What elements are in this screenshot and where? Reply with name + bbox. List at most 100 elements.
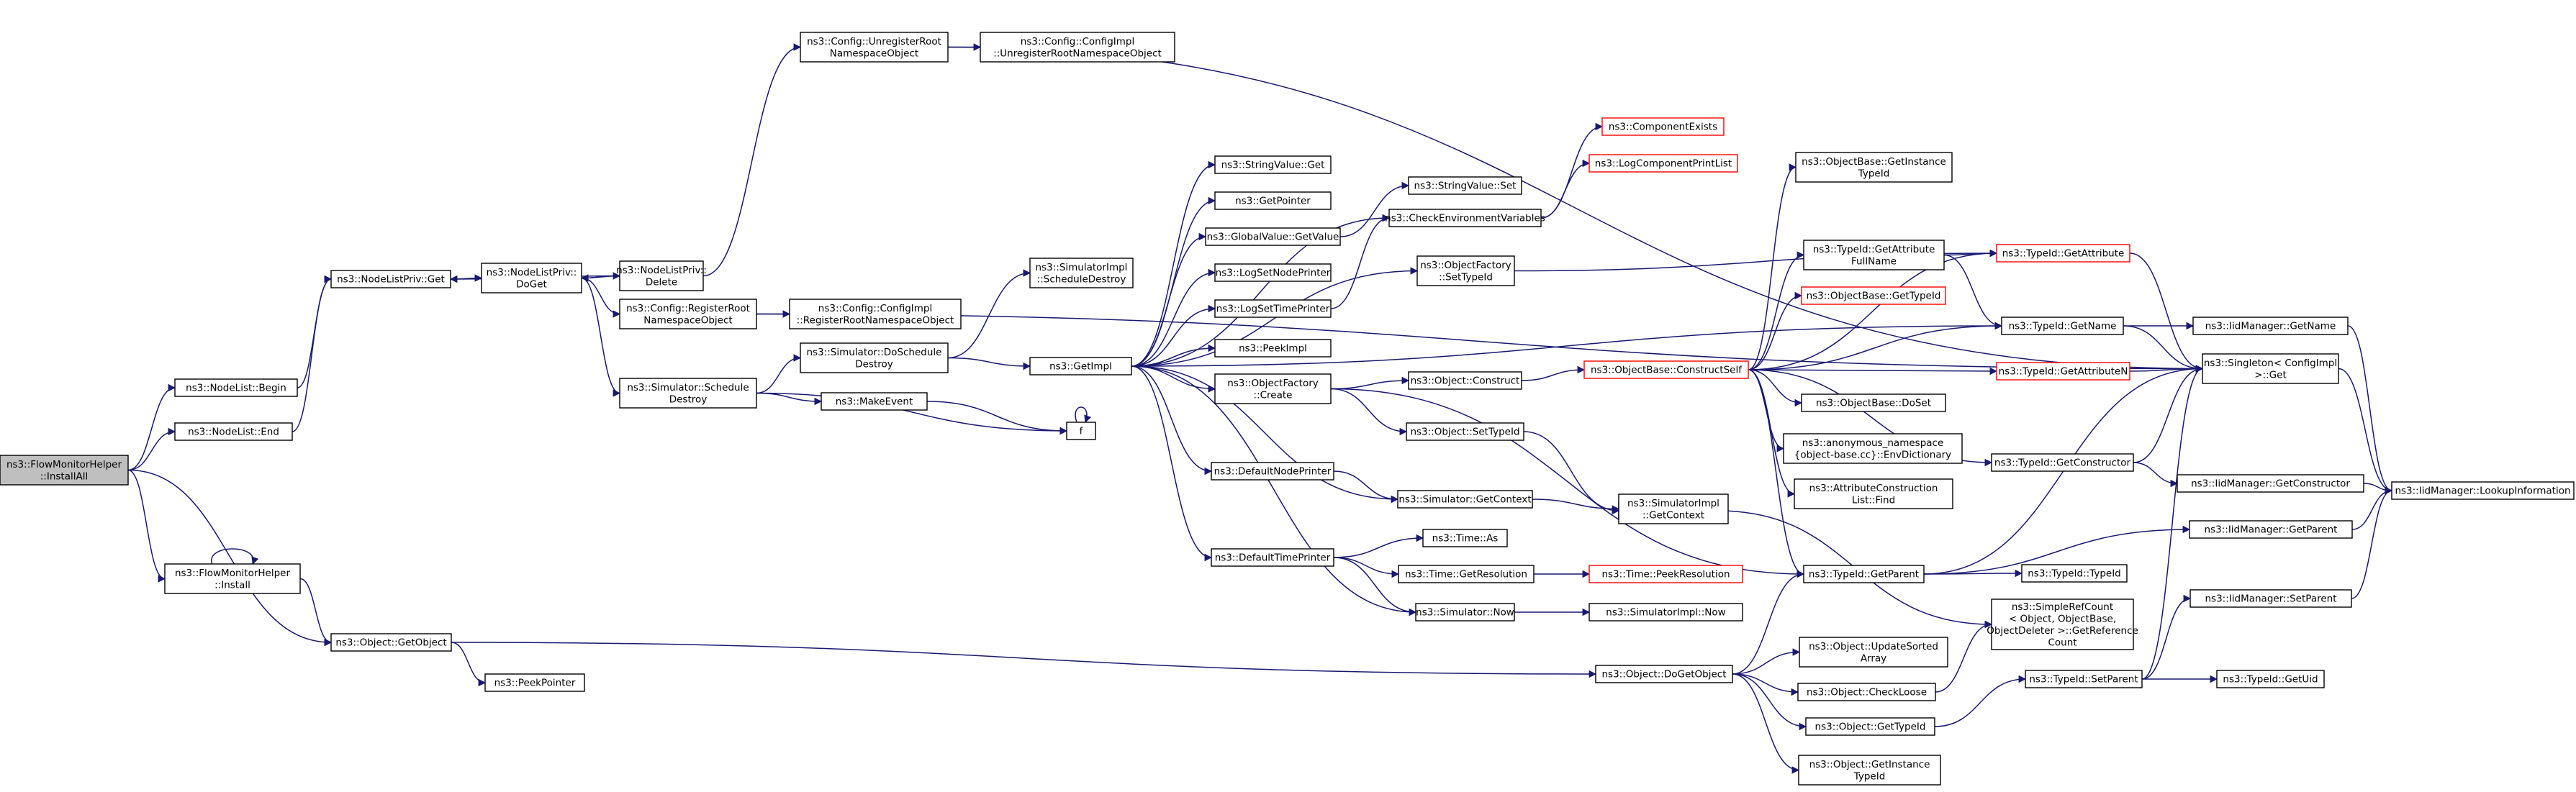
edge-nlp-doget-to-cfg-reg (581, 277, 621, 318)
node-box (2001, 317, 2124, 335)
node-fmh-install[interactable]: ns3::FlowMonitorHelper::Install (164, 563, 301, 594)
node-tid-getname[interactable]: ns3::TypeId::GetName (2001, 317, 2124, 335)
node-cfgimpl-reg[interactable]: ns3::Config::ConfigImpl::RegisterRootNam… (789, 299, 962, 329)
node-iid-getctor[interactable]: ns3::IidManager::GetConstructor (2177, 474, 2364, 493)
node-obj-checkloose[interactable]: ns3::Object::CheckLoose (1797, 683, 1936, 701)
node-iid-getname[interactable]: ns3::IidManager::GetName (2192, 317, 2349, 335)
node-tid-getuid[interactable]: ns3::TypeId::GetUid (2216, 670, 2325, 688)
node-ob-gettypeid[interactable]: ns3::ObjectBase::GetTypeId (1801, 286, 1946, 305)
node-f[interactable]: f (1066, 422, 1096, 440)
node-logsetnode[interactable]: ns3::LogSetNodePrinter (1214, 263, 1332, 282)
edge-sim-dosched-to-getimpl (947, 357, 1031, 370)
node-label: ::UnregisterRootNamespaceObject (993, 47, 1162, 59)
node-getimpl[interactable]: ns3::GetImpl (1029, 357, 1132, 375)
node-label: ns3::TypeId::GetAttribute (2002, 248, 2125, 260)
node-sim-sched[interactable]: ns3::Simulator::ScheduleDestroy (619, 378, 757, 409)
edge-ob-constructself-to-attrconst (1748, 369, 1796, 498)
node-sim-now[interactable]: ns3::Simulator::Now (1415, 603, 1515, 622)
node-ob-doset[interactable]: ns3::ObjectBase::DoSet (1801, 393, 1946, 412)
node-tid-typeid[interactable]: ns3::TypeId::TypeId (2021, 564, 2128, 583)
node-label: List::Find (1852, 494, 1895, 506)
node-simimpl-getctx[interactable]: ns3::SimulatorImpl::GetContext (1618, 493, 1729, 524)
node-checkenv[interactable]: ns3::CheckEnvironmentVariables (1385, 209, 1545, 227)
node-singleton-get[interactable]: ns3::Singleton< ConfigImpl>::Get (2202, 353, 2339, 384)
node-label: ns3::NodeListPriv::Get (337, 274, 445, 286)
node-label: ns3::ComponentExists (1609, 122, 1717, 133)
node-iid-setparent[interactable]: ns3::IidManager::SetParent (2189, 589, 2352, 608)
node-nlp-get[interactable]: ns3::NodeListPriv::Get (330, 270, 451, 288)
node-label: ns3::ObjectFactory (1227, 378, 1319, 389)
node-box (1205, 227, 1341, 246)
node-of-create[interactable]: ns3::ObjectFactory::Create (1214, 373, 1332, 404)
node-tid-setparent[interactable]: ns3::TypeId::SetParent (2025, 670, 2143, 688)
edge-fmh-install-to-fmh-install (211, 548, 259, 565)
node-obj-settypeid[interactable]: ns3::Object::SetTypeId (1406, 422, 1524, 441)
node-nlp-doget[interactable]: ns3::NodeListPriv::DoGet (481, 263, 582, 293)
node-label: ns3::GetImpl (1049, 361, 1112, 373)
node-iid-getparent[interactable]: ns3::IidManager::GetParent (2189, 520, 2353, 539)
edge-getimpl-to-defnode (1131, 365, 1213, 475)
node-iid-lookup[interactable]: ns3::IidManager::LookupInformation (2391, 481, 2575, 500)
node-obj-dogetobject[interactable]: ns3::Object::DoGetObject (1595, 665, 1733, 683)
node-sim-getctx[interactable]: ns3::Simulator::GetContext (1397, 490, 1533, 509)
node-logcomp[interactable]: ns3::LogComponentPrintList (1588, 154, 1738, 173)
edge-cfg-reg-to-singleton-get (756, 313, 2204, 373)
node-label: ObjectDeleter >::GetReference (1987, 625, 2138, 637)
edge-tid-getattrfull-to-tid-getattr (1943, 249, 1998, 258)
node-globalval[interactable]: ns3::GlobalValue::GetValue (1205, 227, 1341, 246)
node-label: ::Create (1254, 389, 1293, 401)
node-obj-construct[interactable]: ns3::Object::Construct (1408, 371, 1522, 390)
node-strval-get[interactable]: ns3::StringValue::Get (1214, 155, 1332, 174)
node-cfg-unreg[interactable]: ns3::Config::UnregisterRootNamespaceObje… (800, 32, 949, 63)
node-tid-getctor[interactable]: ns3::TypeId::GetConstructor (1991, 453, 2134, 472)
node-simplerefcount[interactable]: ns3::SimpleRefCount< Object, ObjectBase,… (1987, 598, 2138, 650)
node-anon-envdict[interactable]: ns3::anonymous_namespace{object-base.cc}… (1783, 433, 1963, 464)
node-strval-set[interactable]: ns3::StringValue::Set (1408, 176, 1522, 195)
edge-makeevent-to-f (926, 401, 1068, 435)
node-nlp-delete[interactable]: ns3::NodeListPriv::Delete (616, 260, 707, 291)
node-makeevent[interactable]: ns3::MakeEvent (821, 392, 928, 411)
node-time-peekres[interactable]: ns3::Time::PeekResolution (1588, 565, 1743, 583)
node-of-settypeid[interactable]: ns3::ObjectFactory::SetTypeId (1416, 255, 1515, 286)
node-deftime[interactable]: ns3::DefaultTimePrinter (1211, 548, 1334, 567)
node-obj-gettypeid[interactable]: ns3::Object::GetTypeId (1805, 717, 1935, 736)
node-end[interactable]: ns3::NodeList::End (174, 422, 293, 441)
edge-defnode-to-sim-getctx (1333, 470, 1399, 504)
node-getpointer[interactable]: ns3::GetPointer (1214, 191, 1332, 210)
node-logsettime[interactable]: ns3::LogSetTimePrinter (1214, 299, 1332, 318)
node-time-getres[interactable]: ns3::Time::GetResolution (1398, 565, 1535, 583)
node-obj-getobject[interactable]: ns3::Object::GetObject (330, 633, 452, 652)
node-peekimpl[interactable]: ns3::PeekImpl (1214, 339, 1332, 358)
node-label: ns3::DefaultTimePrinter (1215, 552, 1331, 564)
node-ob-constructself[interactable]: ns3::ObjectBase::ConstructSelf (1583, 360, 1749, 379)
node-box (2189, 520, 2353, 539)
node-box (2192, 317, 2349, 335)
node-cfg-reg[interactable]: ns3::Config::RegisterRootNamespaceObject (619, 299, 757, 329)
node-tid-getparent[interactable]: ns3::TypeId::GetParent (1803, 565, 1925, 583)
node-compexists[interactable]: ns3::ComponentExists (1601, 117, 1725, 136)
node-box (1214, 191, 1332, 210)
node-label: ::RegisterRootNamespaceObject (797, 314, 954, 326)
node-simimpl-sched[interactable]: ns3::SimulatorImpl::ScheduleDestroy (1029, 258, 1134, 288)
node-root[interactable]: ns3::FlowMonitorHelper::InstallAll (0, 455, 129, 486)
node-cfgimpl-unreg[interactable]: ns3::Config::ConfigImpl::UnregisterRootN… (980, 32, 1175, 63)
node-box (1996, 362, 2130, 381)
node-defnode[interactable]: ns3::DefaultNodePrinter (1211, 462, 1334, 481)
node-tid-getattrn[interactable]: ns3::TypeId::GetAttributeN (1996, 362, 2130, 381)
node-begin[interactable]: ns3::NodeList::Begin (174, 378, 298, 397)
node-box (1801, 393, 1946, 412)
node-box (1214, 155, 1332, 174)
node-simimpl-now[interactable]: ns3::SimulatorImpl::Now (1588, 603, 1743, 622)
node-label: ns3::anonymous_namespace (1802, 437, 1944, 449)
node-peekpointer[interactable]: ns3::PeekPointer (484, 673, 585, 692)
node-time-as[interactable]: ns3::Time::As (1422, 529, 1508, 547)
node-tid-getattr[interactable]: ns3::TypeId::GetAttribute (1996, 244, 2130, 263)
node-label: ns3::CheckEnvironmentVariables (1385, 213, 1545, 224)
